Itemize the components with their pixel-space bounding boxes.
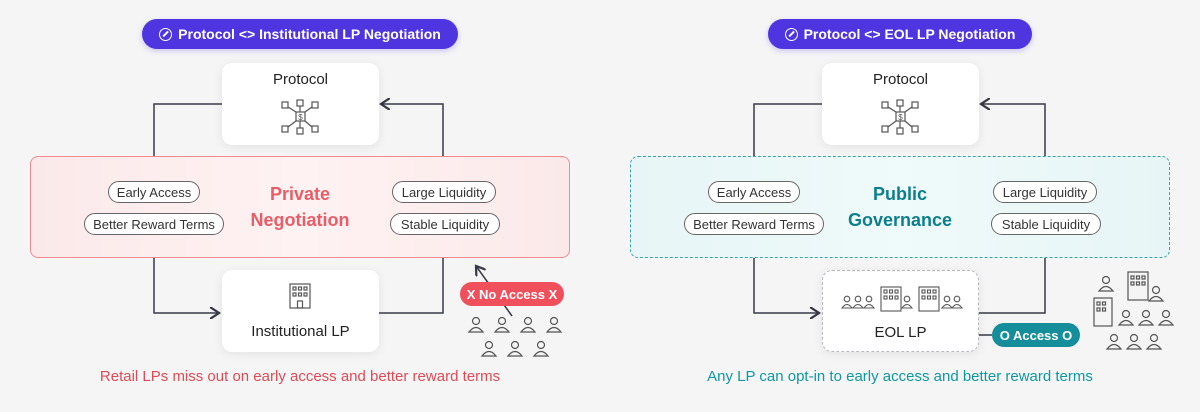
people-group-icon [467, 316, 563, 357]
right-protocol-label: Protocol [872, 71, 929, 88]
left-caption: Retail LPs miss out on early access and … [99, 368, 501, 385]
band-title-line-2: Governance [847, 210, 953, 230]
tag-large-liquidity: Large Liquidity [392, 181, 496, 203]
private-negotiation-band [30, 156, 570, 258]
tag-better-reward-terms: Better Reward Terms [84, 213, 224, 235]
left-protocol-node: Protocol $ [222, 63, 379, 145]
buildings-people-icon [841, 286, 963, 312]
left-institutional-lp-node: Institutional LP [222, 270, 379, 352]
tag-stable-liquidity: Stable Liquidity [390, 213, 500, 235]
tag-stable-liquidity: Stable Liquidity [991, 213, 1101, 235]
right-protocol-node: Protocol $ [822, 63, 979, 145]
band-title-line-2: Negotiation [250, 210, 350, 230]
network-coin-icon: $ [881, 99, 919, 135]
right-eol-lp-label: EOL LP [874, 324, 927, 341]
band-title-line-1: Private [269, 184, 331, 204]
left-header-text: Protocol <> Institutional LP Negotiation [178, 26, 441, 42]
right-header-pill: Protocol <> EOL LP Negotiation [768, 19, 1032, 49]
building-icon [289, 283, 311, 309]
right-header-text: Protocol <> EOL LP Negotiation [803, 26, 1016, 42]
access-badge: O Access O [992, 323, 1080, 347]
slash-circle-icon [784, 27, 798, 41]
svg-text:$: $ [298, 113, 303, 122]
left-protocol-label: Protocol [272, 71, 329, 88]
tag-large-liquidity: Large Liquidity [993, 181, 1097, 203]
left-institutional-lp-label: Institutional LP [251, 323, 350, 340]
no-access-badge: X No Access X [460, 282, 564, 306]
public-governance-title: Public Governance [830, 181, 970, 233]
svg-text:$: $ [898, 113, 903, 122]
right-eol-lp-node: EOL LP [822, 270, 979, 352]
tag-early-access: Early Access [108, 181, 200, 203]
slash-circle-icon [159, 27, 173, 41]
network-coin-icon: $ [281, 99, 319, 135]
left-header-pill: Protocol <> Institutional LP Negotiation [142, 19, 458, 49]
band-title-line-1: Public [872, 184, 927, 204]
tag-early-access: Early Access [708, 181, 800, 203]
right-caption: Any LP can opt-in to early access and be… [707, 368, 1093, 385]
public-governance-band [630, 156, 1170, 258]
buildings-people-icon [1093, 271, 1175, 350]
tag-better-reward-terms: Better Reward Terms [684, 213, 824, 235]
private-negotiation-title: Private Negotiation [230, 181, 370, 233]
